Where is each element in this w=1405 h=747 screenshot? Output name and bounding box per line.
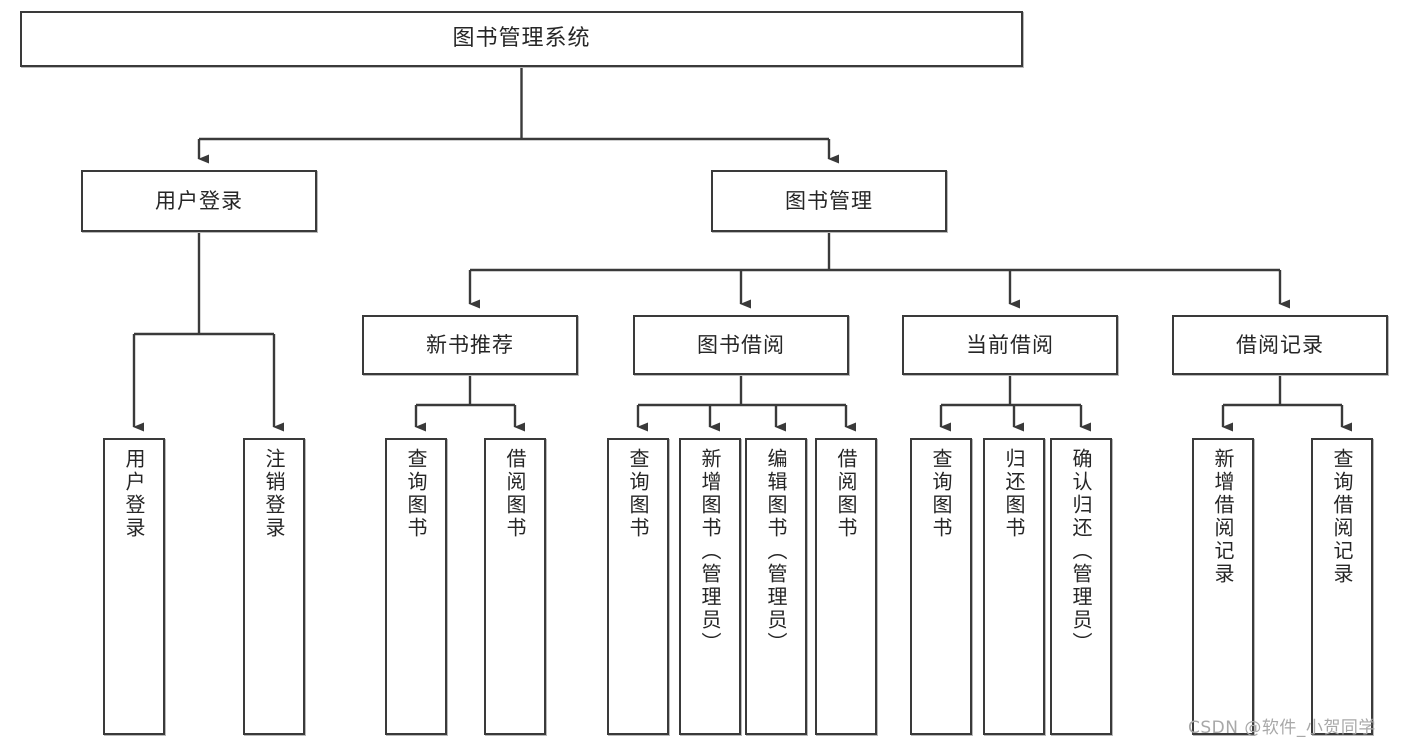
leaf-confirm-return-admin[interactable]: 确认归还（管理员）: [1050, 438, 1112, 735]
leaf-borrow-book-recommend[interactable]: 借阅图书: [484, 438, 546, 735]
leaf-borrow-book[interactable]: 借阅图书: [815, 438, 877, 735]
leaf-add-borrow-record[interactable]: 新增借阅记录: [1192, 438, 1254, 735]
node-label: 借阅图书: [503, 448, 527, 540]
node-label: 借阅记录: [1236, 332, 1324, 357]
node-label: 注销登录: [262, 448, 286, 540]
node-label: 图书管理系统: [452, 26, 591, 52]
leaf-query-book-borrow[interactable]: 查询图书: [607, 438, 669, 735]
node-label: 图书借阅: [697, 332, 785, 357]
leaf-query-book-recommend[interactable]: 查询图书: [385, 438, 447, 735]
node-book-borrow[interactable]: 图书借阅: [633, 315, 849, 375]
watermark: CSDN @软件_小贺同学: [1188, 718, 1376, 738]
node-label: 查询图书: [626, 448, 650, 540]
leaf-add-book-admin[interactable]: 新增图书（管理员）: [679, 438, 741, 735]
node-label: 查询借阅记录: [1330, 448, 1354, 586]
leaf-query-book-current[interactable]: 查询图书: [910, 438, 972, 735]
node-borrow-record[interactable]: 借阅记录: [1172, 315, 1388, 375]
node-label: 新书推荐: [426, 332, 514, 357]
edge-paths: [132, 67, 1352, 432]
leaf-return-book[interactable]: 归还图书: [983, 438, 1045, 735]
node-label: 新增图书（管理员）: [698, 448, 722, 655]
node-label: 编辑图书（管理员）: [764, 448, 788, 655]
node-label: 借阅图书: [834, 448, 858, 540]
node-label: 图书管理: [785, 188, 873, 213]
leaf-user-login[interactable]: 用户登录: [103, 438, 165, 735]
node-current-borrow[interactable]: 当前借阅: [902, 315, 1118, 375]
node-label: 用户登录: [155, 188, 243, 213]
node-label: 查询图书: [929, 448, 953, 540]
node-label: 当前借阅: [966, 332, 1054, 357]
node-label: 用户登录: [122, 448, 146, 540]
node-user-login[interactable]: 用户登录: [81, 170, 317, 232]
leaf-edit-book-admin[interactable]: 编辑图书（管理员）: [745, 438, 807, 735]
node-label: 查询图书: [404, 448, 428, 540]
node-label: 新增借阅记录: [1211, 448, 1235, 586]
node-new-book-recommend[interactable]: 新书推荐: [362, 315, 578, 375]
node-label: 确认归还（管理员）: [1069, 448, 1093, 655]
node-label: 归还图书: [1002, 448, 1026, 540]
leaf-logout[interactable]: 注销登录: [243, 438, 305, 735]
node-root[interactable]: 图书管理系统: [20, 11, 1023, 67]
leaf-query-borrow-record[interactable]: 查询借阅记录: [1311, 438, 1373, 735]
node-book-management[interactable]: 图书管理: [711, 170, 947, 232]
